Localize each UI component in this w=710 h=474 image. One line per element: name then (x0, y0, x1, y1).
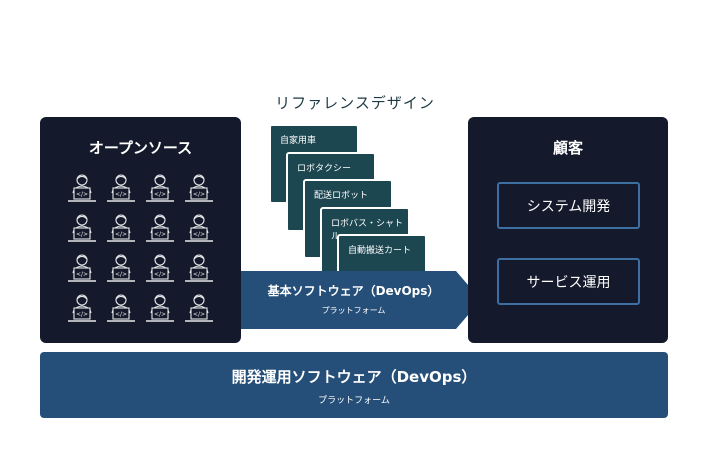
base-software-title: 基本ソフトウェア（DevOps） (267, 284, 440, 298)
svg-text:</>: </> (154, 311, 166, 318)
developer-icon: </> (181, 251, 220, 291)
svg-text:</>: </> (193, 191, 205, 198)
developer-icon: </> (103, 251, 142, 291)
developer-icon: </> (64, 171, 103, 211)
svg-text:</>: </> (76, 311, 88, 318)
base-software-subtitle: プラットフォーム (321, 306, 386, 315)
developer-icon: </> (142, 171, 181, 211)
developer-icon: </> (103, 211, 142, 251)
svg-text:</>: </> (193, 271, 205, 278)
svg-text:</>: </> (76, 191, 88, 198)
developer-icon: </> (103, 291, 142, 331)
svg-text:</>: </> (115, 191, 127, 198)
svg-text:</>: </> (193, 311, 205, 318)
developer-icon: </> (64, 291, 103, 331)
developer-grid: </> </> </> </> </> </> </> </> </> </> </> </> </> <… (64, 171, 220, 331)
devops-title: 開発運用ソフトウェア（DevOps） (231, 368, 477, 386)
customer-panel: 顧客 システム開発 サービス運用 (468, 117, 668, 343)
reference-design-title: リファレンスデザイン (275, 94, 435, 112)
developer-icon: </> (103, 171, 142, 211)
base-software-label: 基本ソフトウェア（DevOps） プラットフォーム (241, 282, 466, 316)
devops-bar: 開発運用ソフトウェア（DevOps） プラットフォーム (40, 352, 668, 418)
svg-text:</>: </> (76, 231, 88, 238)
developer-icon: </> (142, 211, 181, 251)
developer-icon: </> (142, 251, 181, 291)
svg-text:</>: </> (154, 231, 166, 238)
svg-text:</>: </> (115, 311, 127, 318)
svg-text:</>: </> (154, 271, 166, 278)
system-development-box: システム開発 (497, 182, 640, 229)
service-operation-box: サービス運用 (497, 258, 640, 305)
svg-text:</>: </> (154, 191, 166, 198)
customer-title: 顧客 (552, 139, 583, 157)
svg-text:</>: </> (76, 271, 88, 278)
developer-icon: </> (142, 291, 181, 331)
base-software-arrow (241, 271, 481, 329)
svg-text:</>: </> (193, 231, 205, 238)
developer-icon: </> (181, 291, 220, 331)
developer-icon: </> (64, 211, 103, 251)
devops-subtitle: プラットフォーム (318, 396, 390, 406)
developer-icon: </> (64, 251, 103, 291)
open-source-title: オープンソース (88, 139, 193, 157)
developer-icon: </> (181, 171, 220, 211)
developer-icon: </> (181, 211, 220, 251)
svg-text:</>: </> (115, 271, 127, 278)
open-source-panel: オープンソース </></></></></></></></></></></… (40, 117, 241, 343)
svg-text:</>: </> (115, 231, 127, 238)
